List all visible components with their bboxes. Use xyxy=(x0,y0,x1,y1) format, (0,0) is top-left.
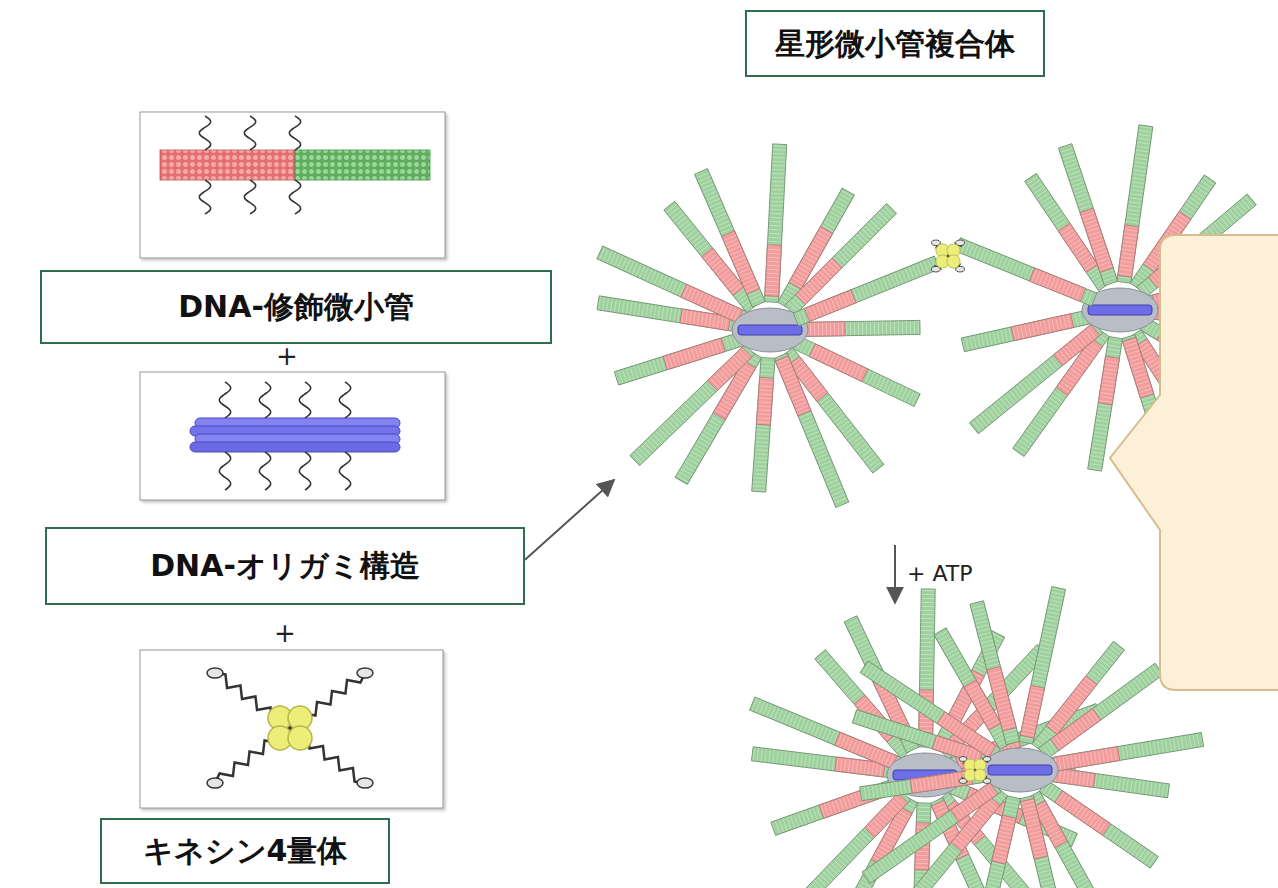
microtubule-ray xyxy=(695,169,766,308)
microtubule-ray xyxy=(852,710,995,768)
microtubule-ray xyxy=(597,246,747,325)
kinesin-tetramer xyxy=(959,757,991,784)
component-label: キネシン4量体 xyxy=(100,818,390,884)
kinesin-tetramer xyxy=(207,668,373,788)
dna-strand xyxy=(244,180,255,214)
microtubule-ray xyxy=(860,661,1000,760)
component-name: DNA-オリガミ構造 xyxy=(150,548,420,584)
origami-bar xyxy=(738,325,802,335)
dna-strand xyxy=(199,116,210,150)
microtubule-ray xyxy=(750,697,902,771)
panel-frame xyxy=(140,372,445,500)
dna-strand xyxy=(259,452,270,490)
dna-strand xyxy=(289,116,300,150)
reaction-label: + ATP xyxy=(907,562,972,586)
plus-sign: + xyxy=(276,342,298,371)
microtubule-ray xyxy=(774,353,849,507)
origami-bar xyxy=(988,765,1052,775)
component-name: キネシン4量体 xyxy=(143,833,348,869)
dna-strand xyxy=(219,452,230,490)
assembly-arrow xyxy=(525,480,614,560)
origami-bundle xyxy=(190,418,400,452)
complex-title: 星形微小管複合体 xyxy=(745,10,1045,77)
dna-strand xyxy=(199,180,210,214)
kinesin-tetramer xyxy=(932,240,965,272)
microtubule-ray xyxy=(1046,733,1203,773)
dna-strand xyxy=(299,452,310,490)
microtubule-ray xyxy=(764,144,786,303)
dna-strand xyxy=(339,452,350,490)
origami-bar xyxy=(1088,305,1152,315)
plus-sign: + xyxy=(274,619,296,648)
microtubule-segment xyxy=(160,150,295,180)
microtubule-ray xyxy=(1020,796,1071,888)
dna-strand xyxy=(339,382,350,418)
component-label: DNA-修飾微小管 xyxy=(40,270,552,344)
reaction-arrow xyxy=(894,545,896,603)
microtubule-segment xyxy=(295,150,430,180)
microtubule-ray xyxy=(860,767,994,801)
origami-hub xyxy=(982,748,1058,792)
microtubule-ray xyxy=(798,320,920,336)
microtubule-ray xyxy=(955,238,1097,306)
microtubule-ray xyxy=(918,589,935,747)
microtubule-ray xyxy=(961,309,1094,351)
component-label: DNA-オリガミ構造 xyxy=(45,527,525,605)
speech-bubble xyxy=(1110,235,1278,690)
microtubule-ray xyxy=(752,357,775,492)
component-name: DNA-修飾微小管 xyxy=(178,289,414,325)
microtubule-ray xyxy=(793,256,939,326)
complex-region: 星形微小管複合体 xyxy=(612,10,1278,482)
dna-strand xyxy=(299,382,310,418)
panel-frame xyxy=(140,650,443,808)
microtubule-ray xyxy=(970,601,1020,745)
dna-strand xyxy=(244,116,255,150)
dna-strand xyxy=(289,180,300,214)
microtubule-ray xyxy=(614,332,745,385)
microtubule-ray xyxy=(1058,144,1117,286)
panel-frame xyxy=(140,112,445,258)
dna-strand xyxy=(259,382,270,418)
dna-strand xyxy=(219,382,230,418)
